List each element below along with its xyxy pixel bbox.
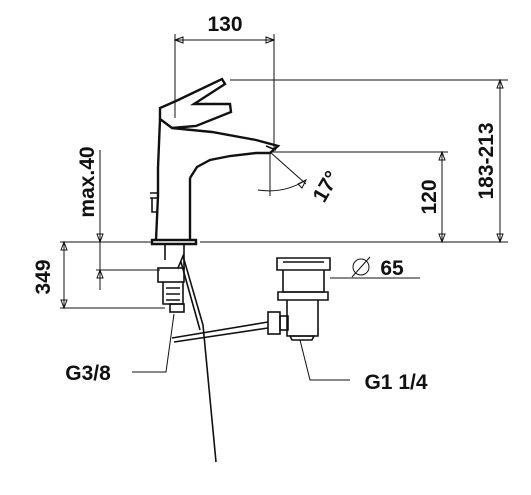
label-waste-diameter: 65 (380, 257, 404, 280)
dimension-labels: 130 183-213 120 17° max.40 349 65 G3/8 G… (32, 13, 498, 394)
label-supply-thread: G3/8 (65, 362, 111, 385)
label-left-max: max.40 (76, 146, 99, 217)
label-top-width: 130 (207, 13, 242, 36)
label-total-height: 183-213 (475, 122, 498, 199)
pop-up-waste (171, 257, 331, 343)
label-left-drop: 349 (32, 259, 55, 294)
label-waste-thread: G1 1/4 (364, 371, 427, 394)
supply-connection (157, 244, 217, 463)
dimension-lines (60, 34, 508, 381)
faucet-body (150, 77, 281, 246)
label-spout-height: 120 (418, 179, 441, 214)
label-spout-angle: 17° (308, 167, 344, 206)
